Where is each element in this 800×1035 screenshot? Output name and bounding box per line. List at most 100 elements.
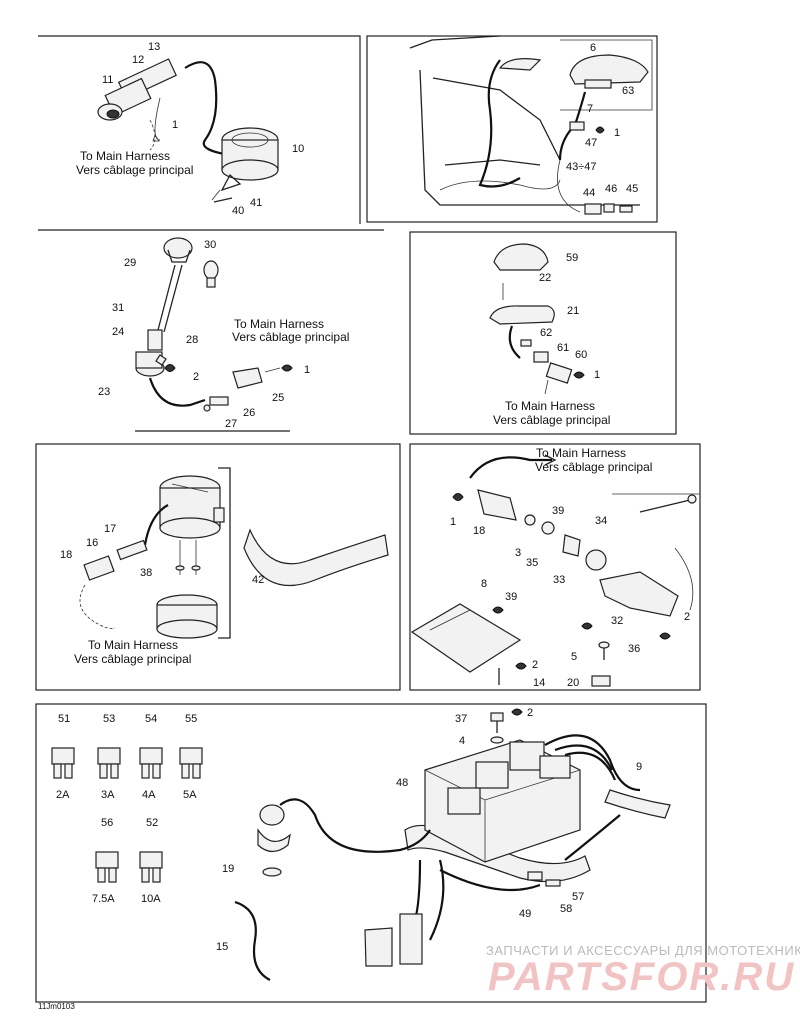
label-6: 6 xyxy=(590,42,596,54)
label-37: 37 xyxy=(455,713,467,725)
label-11: 11 xyxy=(102,74,113,86)
label-62: 62 xyxy=(540,327,552,339)
label-36: 36 xyxy=(628,643,640,655)
watermark-logo: PARTSFOR.RU xyxy=(488,955,795,999)
label-9: 9 xyxy=(636,761,642,773)
caption-to-main-harness: To Main Harness xyxy=(80,149,170,163)
caption-vers-cablage: Vers câblage principal xyxy=(74,652,191,666)
label-7: 7 xyxy=(587,103,593,115)
label-46: 46 xyxy=(605,183,617,195)
label-39: 39 xyxy=(552,505,564,517)
label-28: 28 xyxy=(186,334,198,346)
label-15: 15 xyxy=(216,941,228,953)
label-1: 1 xyxy=(594,369,600,381)
panel-2-cab-harness: 6 7 63 1 47 43÷47 44 46 45 xyxy=(366,35,658,223)
label-29: 29 xyxy=(124,257,136,269)
gauge-10 xyxy=(220,127,279,192)
fuse-53 xyxy=(97,747,121,779)
fuse-rating-2a: 2A xyxy=(56,789,70,801)
fuse-54 xyxy=(139,747,163,779)
label-57: 57 xyxy=(572,891,584,903)
fuse-rating-7-5a: 7.5A xyxy=(92,893,115,905)
fuse-number-51: 51 xyxy=(58,713,70,725)
caption-vers-cablage: Vers câblage principal xyxy=(76,163,193,177)
label-44: 44 xyxy=(583,187,595,199)
caption-to-main-harness: To Main Harness xyxy=(88,638,178,652)
label-49: 49 xyxy=(519,908,531,920)
caption-to-main-harness: To Main Harness xyxy=(505,399,595,413)
label-21: 21 xyxy=(567,305,579,317)
fuse-51 xyxy=(51,747,75,779)
label-2: 2 xyxy=(193,371,199,383)
panel-1-gauge-assembly: 13 12 11 1 10 40 41 To Main Harness Vers… xyxy=(38,35,361,224)
label-40: 40 xyxy=(232,205,244,217)
label-31: 31 xyxy=(112,302,124,314)
label-25: 25 xyxy=(272,392,284,404)
label-32: 32 xyxy=(611,615,623,627)
panel-4-side-light: 59 22 21 62 61 60 1 To Main Harness Vers… xyxy=(409,231,677,435)
label-33: 33 xyxy=(553,574,565,586)
label-41: 41 xyxy=(250,197,262,209)
label-27: 27 xyxy=(225,418,237,430)
label-22: 22 xyxy=(539,272,551,284)
gauge-body xyxy=(159,475,225,539)
fuse-52 xyxy=(139,851,163,883)
label-17: 17 xyxy=(104,523,116,535)
label-60: 60 xyxy=(575,349,587,361)
knob-29 xyxy=(157,237,193,333)
label-42: 42 xyxy=(252,574,264,586)
panel-6-switch-assembly: 1 18 39 34 3 35 33 8 39 32 2 36 5 2 14 2… xyxy=(409,443,701,691)
caption-to-main-harness: To Main Harness xyxy=(536,446,626,460)
sleeve-42 xyxy=(243,528,389,587)
label-12: 12 xyxy=(132,54,144,66)
label-13: 13 xyxy=(148,41,160,53)
label-38: 38 xyxy=(140,567,152,579)
label-43-47: 43÷47 xyxy=(566,161,597,173)
label-23: 23 xyxy=(98,386,110,398)
fuse-rating-10a: 10A xyxy=(141,893,161,905)
label-30: 30 xyxy=(204,239,216,251)
label-14: 14 xyxy=(533,677,545,689)
label-3: 3 xyxy=(515,547,521,559)
label-20: 20 xyxy=(567,677,579,689)
panel-7-fuse-block: 51 2A 53 3A 54 4A 55 5A 56 7.5A 52 10A xyxy=(35,703,707,1003)
plate-8 xyxy=(410,603,522,673)
fuse-55 xyxy=(179,747,203,779)
label-61: 61 xyxy=(557,342,569,354)
label-5: 5 xyxy=(571,651,577,663)
label-45: 45 xyxy=(626,183,638,195)
drawing-code: 11Jm0103 xyxy=(38,1002,75,1011)
label-63: 63 xyxy=(622,85,634,97)
lens-59 xyxy=(493,243,549,271)
label-1: 1 xyxy=(450,516,456,528)
fuse-56 xyxy=(95,851,119,883)
label-18: 18 xyxy=(473,525,485,537)
label-2: 2 xyxy=(527,707,533,719)
fuse-number-52: 52 xyxy=(146,817,158,829)
label-4: 4 xyxy=(459,735,465,747)
label-26: 26 xyxy=(243,407,255,419)
label-58: 58 xyxy=(560,903,572,915)
label-39: 39 xyxy=(505,591,517,603)
label-59: 59 xyxy=(566,252,578,264)
panel-3-choke-cable: 30 29 31 28 24 2 1 23 26 25 27 To Main H… xyxy=(38,229,384,432)
label-24: 24 xyxy=(112,326,124,338)
label-2: 2 xyxy=(684,611,690,623)
label-1: 1 xyxy=(614,127,620,139)
fuse-rating-3a: 3A xyxy=(101,789,115,801)
label-1: 1 xyxy=(172,119,178,131)
watermark: ЗАПЧАСТИ И АКСЕССУАРЫ ДЛЯ МОТОТЕХНИКИ PA… xyxy=(486,943,800,999)
label-8: 8 xyxy=(481,578,487,590)
dome-light-6 xyxy=(560,39,653,111)
bulb-30 xyxy=(203,260,219,288)
fuse-number-55: 55 xyxy=(185,713,197,725)
label-1: 1 xyxy=(304,364,310,376)
label-18: 18 xyxy=(60,549,72,561)
watermark-line1: ЗАПЧАСТИ И АКСЕССУАРЫ ДЛЯ МОТОТЕХНИКИ xyxy=(486,943,800,958)
fuse-box-48 xyxy=(404,739,591,883)
caption-vers-cablage: Vers câblage principal xyxy=(535,460,652,474)
caption-vers-cablage: Vers câblage principal xyxy=(493,413,610,427)
fuse-number-54: 54 xyxy=(145,713,157,725)
caption-vers-cablage: Vers câblage principal xyxy=(232,330,349,344)
